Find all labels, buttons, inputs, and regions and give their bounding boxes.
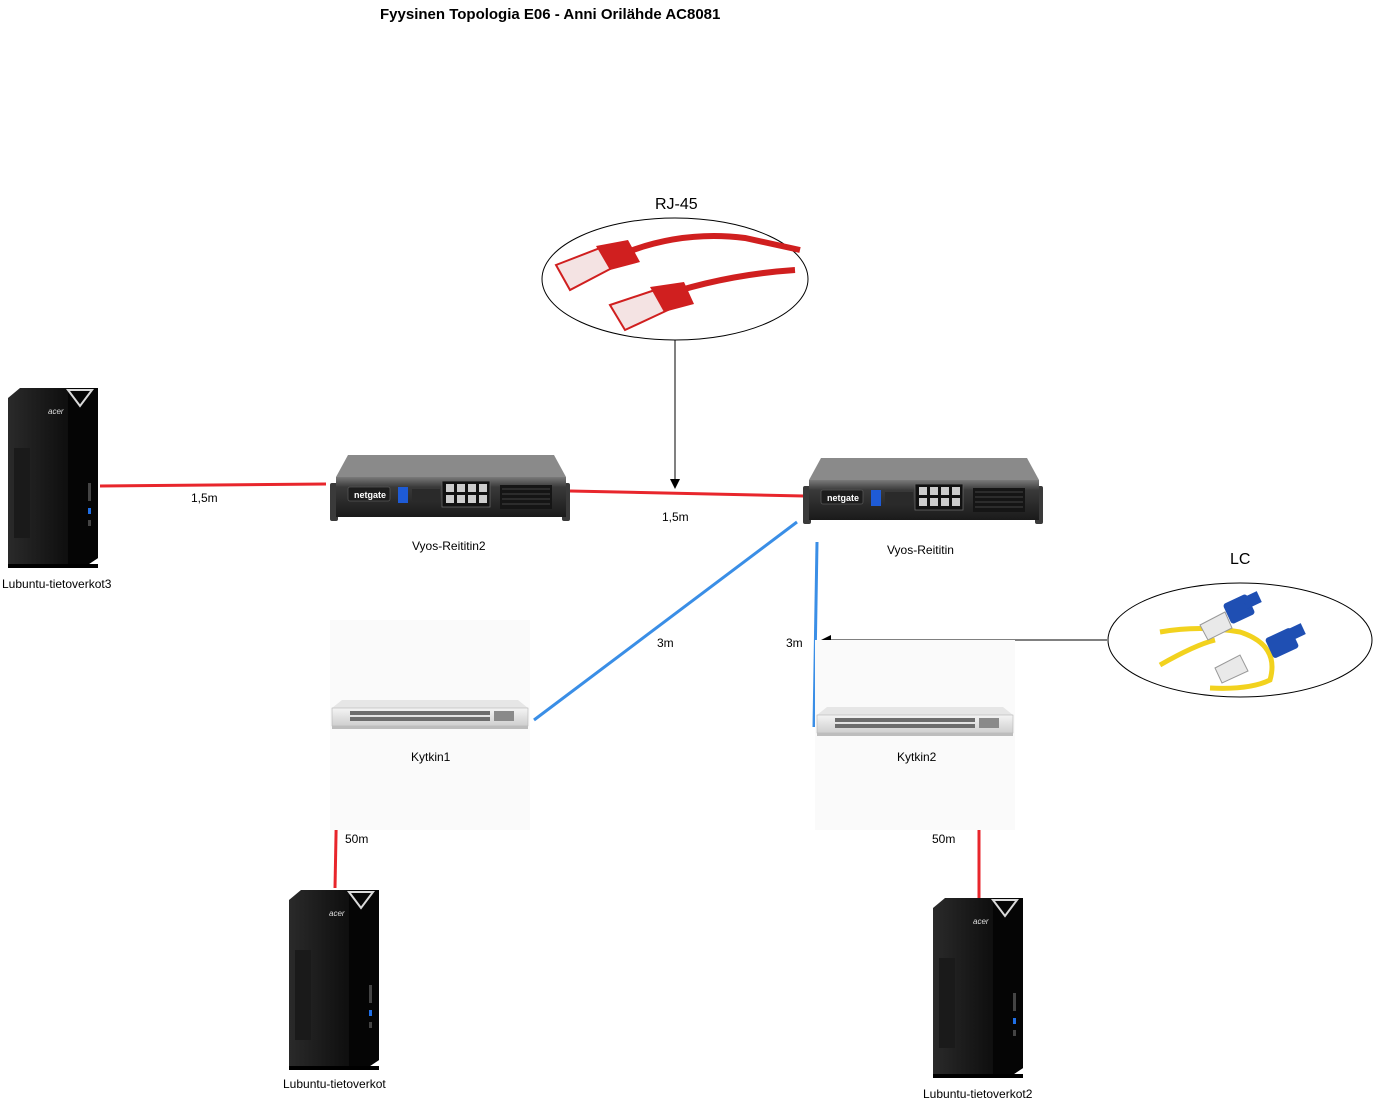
diagram-title: Fyysinen Topologia E06 - Anni Orilähde A… xyxy=(380,6,721,23)
link-router2-router1 xyxy=(569,489,805,498)
lc-legend-label: LC xyxy=(1230,551,1251,568)
link-label-router1-switch2: 3m xyxy=(786,636,803,650)
link-label-switch1-pc1: 50m xyxy=(345,832,369,846)
pc1-label: Lubuntu-tietoverkot xyxy=(283,1077,386,1091)
link-label-router1-switch1: 3m xyxy=(657,636,674,650)
rj45-legend-label: RJ-45 xyxy=(655,196,698,213)
switch2-rack-switch-icon xyxy=(816,706,1014,737)
lc-legend-ellipse xyxy=(1107,582,1373,698)
switch1-label: Kytkin1 xyxy=(411,750,451,764)
router1-label: Vyos-Reititin xyxy=(887,543,954,557)
router1-rack-router-icon xyxy=(802,457,1044,525)
pc2-label: Lubuntu-tietoverkot2 xyxy=(923,1087,1033,1101)
link-label-switch2-pc2: 50m xyxy=(932,832,956,846)
pc3-label: Lubuntu-tietoverkot3 xyxy=(2,577,112,591)
pc3-desktop-tower-icon xyxy=(7,387,99,569)
link-pc3-router2 xyxy=(99,482,327,488)
link-router1-switch2 xyxy=(812,541,819,728)
pc2-desktop-tower-icon xyxy=(932,897,1024,1079)
router2-rack-router-icon xyxy=(329,454,571,522)
link-router1-switch1 xyxy=(533,520,798,722)
link-label-router2-router1: 1,5m xyxy=(662,510,689,524)
pc1-desktop-tower-icon xyxy=(288,889,380,1071)
lc-fiber-cable-icon xyxy=(1158,591,1306,691)
router2-label: Vyos-Reititin2 xyxy=(412,539,486,553)
rj45-cable-icon xyxy=(554,233,801,332)
switch1-rack-switch-icon xyxy=(331,699,529,730)
switch2-label: Kytkin2 xyxy=(897,750,937,764)
link-label-pc3-router2: 1,5m xyxy=(191,491,218,505)
